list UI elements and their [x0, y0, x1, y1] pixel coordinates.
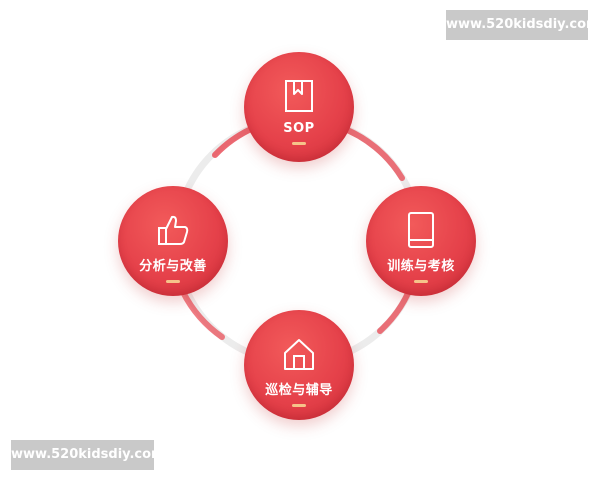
node-analysis: 分析与改善 [118, 186, 228, 296]
node-sop: SOP [244, 52, 354, 162]
ring-arc-lower-left [180, 289, 225, 340]
node-label-analysis: 分析与改善 [139, 259, 207, 274]
thumbs-up-icon [153, 210, 193, 250]
node-label-sop: SOP [283, 121, 315, 136]
node-training: 训练与考核 [366, 186, 476, 296]
node-underline [414, 280, 428, 283]
node-label-training: 训练与考核 [387, 259, 455, 274]
tablet-icon [401, 210, 441, 250]
node-underline [292, 404, 306, 407]
watermark-bottom: www.520kidsdiy.com [11, 440, 165, 470]
node-label-patrol: 巡检与辅导 [265, 383, 333, 398]
node-underline [166, 280, 180, 283]
ring-arc-upper-right [337, 124, 405, 181]
node-underline [292, 142, 306, 145]
bookmark-book-icon [279, 76, 319, 116]
house-icon [279, 334, 319, 374]
node-patrol: 巡检与辅导 [244, 310, 354, 420]
watermark-top: www.520kidsdiy.com [446, 10, 600, 40]
